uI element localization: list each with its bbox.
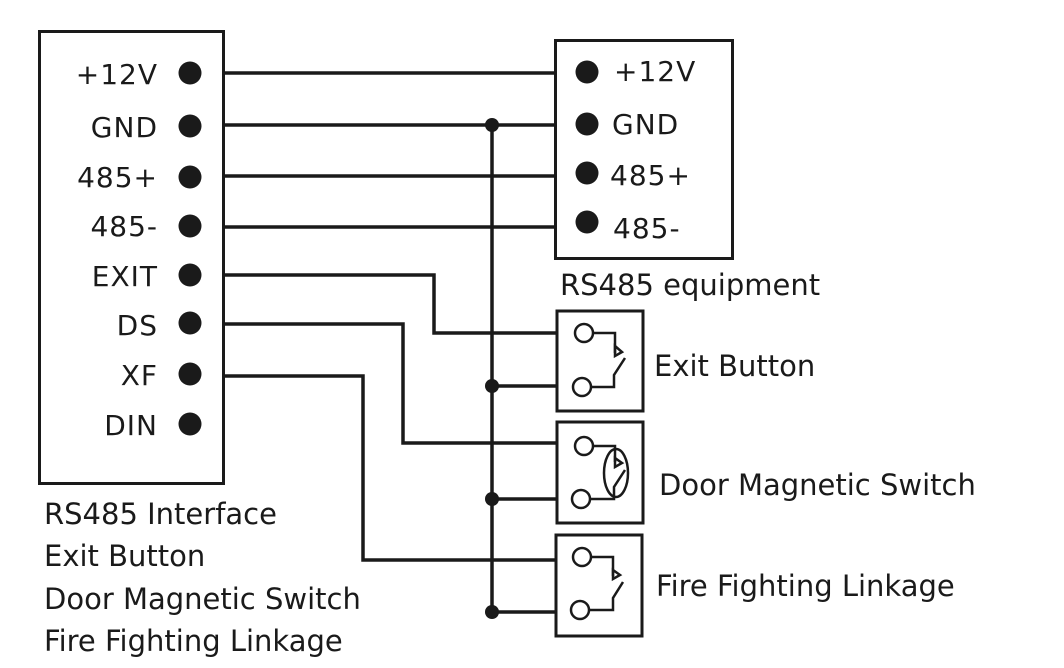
controller-terminal-12v: +12V: [76, 58, 158, 91]
normally-open-switch-icon: [571, 322, 627, 398]
controller-box: [38, 30, 225, 485]
terminal-dot-icon: [575, 210, 599, 234]
controller-terminal-485p: 485+: [77, 161, 158, 194]
terminal-dot-icon: [178, 362, 202, 386]
controller-terminal-485n: 485-: [90, 210, 158, 243]
controller-terminal-xf: XF: [121, 359, 158, 392]
controller-terminal-din: DIN: [104, 409, 158, 442]
terminal-dot-icon: [178, 412, 202, 436]
terminal-dot-icon: [178, 263, 202, 287]
door-magnetic-device: [555, 420, 645, 525]
terminal-dot-icon: [178, 214, 202, 238]
door-magnetic-label: Door Magnetic Switch: [659, 468, 976, 502]
terminal-dot-icon: [575, 60, 599, 84]
controller-terminal-gnd: GND: [91, 111, 158, 144]
terminal-dot-icon: [178, 61, 202, 85]
controller-caption-line: Fire Fighting Linkage: [44, 624, 343, 658]
door-magnetic-box: [555, 420, 645, 525]
terminal-dot-icon: [575, 112, 599, 136]
controller-caption-line: RS485 Interface: [44, 497, 277, 531]
exit-button-label: Exit Button: [654, 349, 815, 383]
terminal-dot-icon: [178, 165, 202, 189]
wire-exit: [223, 273, 557, 335]
fire-linkage-box: [554, 533, 644, 638]
terminal-dot-icon: [575, 161, 599, 185]
rs485-terminal-485p: 485+: [610, 159, 691, 192]
normally-open-switch-icon: [569, 546, 625, 621]
rs485-device-box: [554, 39, 734, 260]
terminal-dot-icon: [178, 311, 202, 335]
controller-caption-line: Exit Button: [44, 539, 205, 573]
fire-linkage-label: Fire Fighting Linkage: [656, 569, 955, 603]
rs485-device-caption: RS485 equipment: [560, 268, 820, 302]
exit-button-device: [555, 309, 645, 413]
controller-caption-line: Door Magnetic Switch: [44, 582, 361, 616]
controller-terminal-ds: DS: [117, 309, 158, 342]
rs485-terminal-gnd: GND: [612, 108, 679, 141]
junction-dot-icon: [485, 118, 499, 132]
rs485-terminal-12v: +12V: [614, 55, 696, 88]
terminal-dot-icon: [178, 114, 202, 138]
fire-linkage-device: [554, 533, 644, 638]
exit-button-box: [555, 309, 645, 413]
wire-ds: [223, 322, 557, 445]
rs485-terminal-485n: 485-: [613, 212, 681, 245]
magnetic-reed-switch-icon: [570, 435, 630, 510]
controller-terminal-exit: EXIT: [92, 260, 158, 293]
wire-xf: [223, 374, 557, 562]
